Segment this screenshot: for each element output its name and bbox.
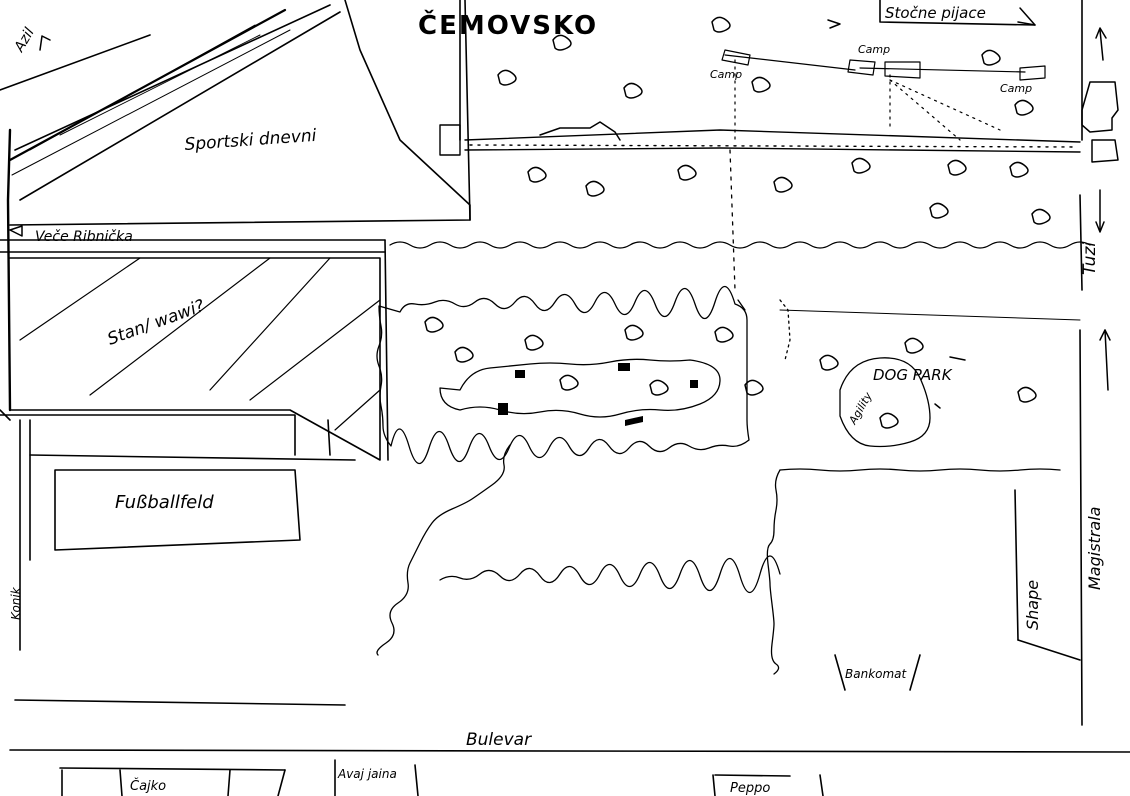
label-kiosk: Bankomat — [845, 667, 908, 681]
label-shop-1: Čajko — [130, 778, 166, 794]
label-question-area: Stan/ wawi? — [105, 296, 207, 350]
label-bottom-road: Bulevar — [466, 730, 532, 750]
label-street-top-right: Stočne pijace — [885, 4, 986, 22]
area-title: ČEMOVSKO — [418, 9, 598, 41]
label-football: Fußballfeld — [115, 492, 214, 513]
label-sports-center: Sportski dnevni — [184, 126, 317, 155]
label-camp-1: Camp — [710, 68, 742, 81]
label-camp-2: Camp — [858, 43, 890, 56]
label-street-left: Veče Ribnička — [35, 229, 133, 245]
label-shop-3: Peppo — [730, 781, 770, 796]
rail-track — [439, 124, 1081, 156]
label-top-left: Azil — [11, 25, 38, 55]
trees — [424, 16, 1051, 429]
park-boundaries — [376, 149, 1091, 675]
label-camp-3: Camp — [1000, 82, 1032, 95]
label-dog-park: DOG PARK — [873, 366, 953, 384]
label-shop-2: Avaj jaina — [337, 767, 397, 781]
label-right-bottom: Magistrala — [1085, 507, 1104, 590]
filled-markers — [498, 363, 698, 426]
label-left-side: Konik — [9, 586, 23, 620]
label-right-road: Tuzi — [1080, 242, 1100, 275]
car-icon — [9, 7, 1119, 391]
label-dog-park-note: Agility — [846, 390, 875, 428]
label-shops: Shape — [1023, 580, 1042, 630]
camp-lines — [721, 49, 1046, 141]
